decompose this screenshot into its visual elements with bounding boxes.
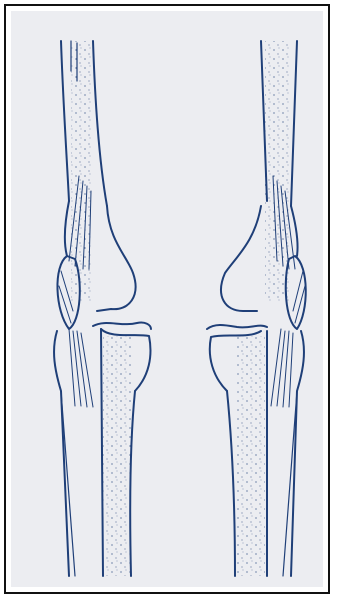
figure-frame <box>4 4 330 594</box>
left-joint-line <box>93 322 151 329</box>
left-femur <box>61 41 136 311</box>
knee-illustration <box>11 11 323 587</box>
right-knee <box>207 41 306 576</box>
illustration-paper <box>11 11 323 587</box>
left-knee <box>54 41 151 576</box>
right-tibia <box>210 331 267 576</box>
left-tibia <box>101 329 150 576</box>
right-joint-line <box>207 325 267 329</box>
